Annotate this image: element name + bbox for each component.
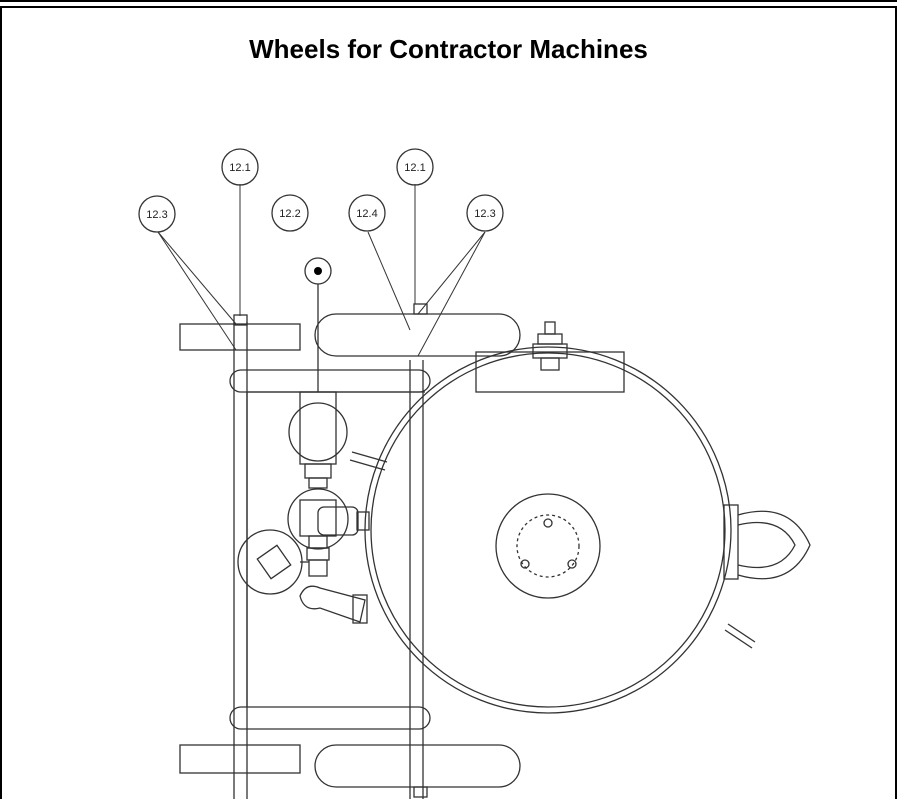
callout-12-1-left: 12.1 [221,148,259,186]
wheel-bottom-right [314,744,521,788]
callout-12-2: 12.2 [271,194,309,232]
frame-right-border [895,6,897,799]
right-ring-handle [723,504,811,580]
leader-lines [157,184,486,357]
page-title: Wheels for Contractor Machines [249,34,648,64]
frame-left-border [0,6,2,799]
callout-label: 12.4 [356,208,377,220]
lower-axle-bar [229,706,431,730]
callout-label: 12.2 [279,208,300,220]
wheel-top-right [314,313,521,357]
callout-12-3-left: 12.3 [138,195,176,233]
main-drum-inner [370,352,726,708]
callout-12-3-right: 12.3 [466,194,504,232]
wheel-bottom-left [179,744,301,774]
top-bolt-assembly [532,321,568,371]
valve-assembly [237,391,370,624]
top-border-line [0,0,897,2]
callout-12-4: 12.4 [348,194,386,232]
main-drum-outer [364,346,732,714]
callout-12-1-right: 12.1 [396,148,434,186]
hub-cap-top-right [413,303,428,315]
lower-right-pipe [724,629,753,649]
drum-hub-inner [516,514,580,578]
drum-housing [475,351,625,393]
callout-label: 12.1 [404,162,425,174]
callout-label: 12.3 [146,209,167,221]
wheel-top-left [179,323,301,351]
hub-cap-bottom-right [413,786,428,798]
drum-hub-outer [495,493,601,599]
upper-axle-bar [229,369,431,393]
callout-label: 12.3 [474,208,495,220]
callout-label: 12.1 [229,162,250,174]
frame-top-border [0,6,897,8]
hub-bolts [520,518,577,569]
